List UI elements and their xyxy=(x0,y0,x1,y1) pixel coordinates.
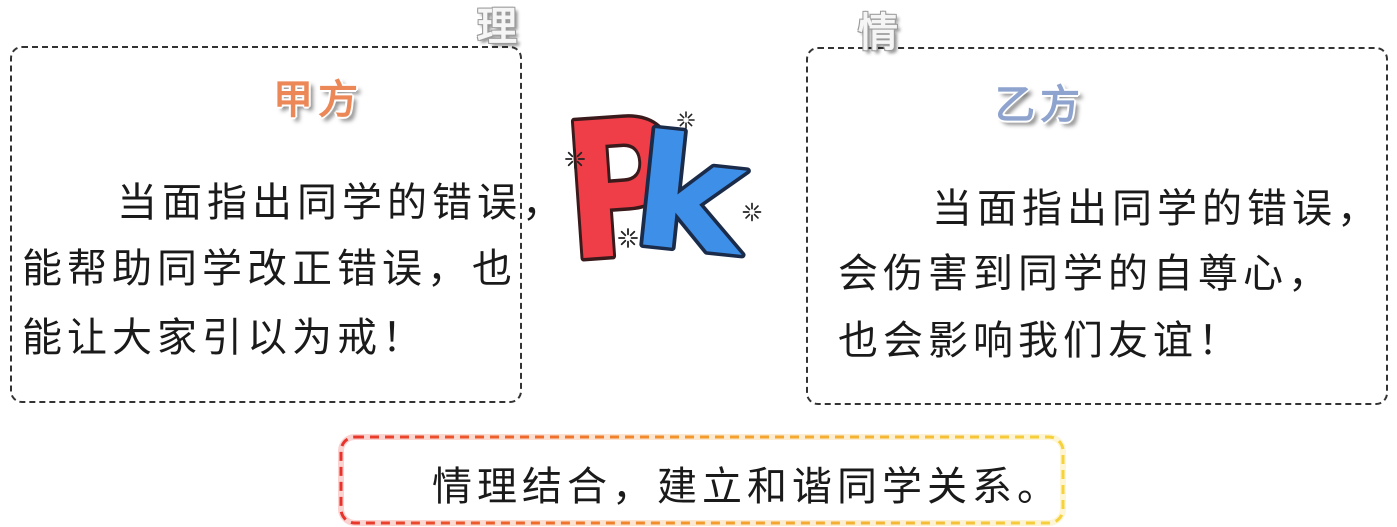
burst-icon xyxy=(742,202,762,222)
party-b-line: 也会影响我们友谊！ xyxy=(838,318,1243,364)
conclusion-border xyxy=(339,435,1065,525)
reason-label: 理 xyxy=(477,4,517,50)
party-a-panel: 甲方 当面指出同学的错误， 能帮助同学改正错误，也 能让大家引以为戒！ xyxy=(10,46,562,403)
pk-graphic: P k xyxy=(553,74,762,307)
party-b-panel: 乙方 当面指出同学的错误， 会伤害到同学的自尊心， 也会影响我们友谊！ xyxy=(806,47,1388,405)
party-a-line: 当面指出同学的错误， xyxy=(117,180,567,226)
burst-icon xyxy=(618,228,638,248)
conclusion-text: 情理结合，建立和谐同学关系。 xyxy=(432,464,1062,510)
conclusion-box: 情理结合，建立和谐同学关系。 xyxy=(338,434,1066,527)
emotion-label: 情 xyxy=(858,10,898,56)
burst-icon xyxy=(677,111,695,129)
pk-letter-p: P xyxy=(557,77,688,304)
party-b-title: 乙方 xyxy=(995,81,1085,128)
party-a-title: 甲方 xyxy=(273,76,363,123)
conclusion-frame xyxy=(338,434,1066,526)
party-b-line: 会伤害到同学的自尊心， xyxy=(838,251,1333,297)
pk-badge: P k xyxy=(553,74,770,307)
party-b-line: 当面指出同学的错误， xyxy=(932,186,1382,232)
party-a-line: 能帮助同学改正错误，也 xyxy=(22,246,517,292)
pk-letter-k: k xyxy=(625,102,757,292)
burst-icon xyxy=(565,149,585,169)
party-a-line: 能让大家引以为戒！ xyxy=(22,315,427,361)
